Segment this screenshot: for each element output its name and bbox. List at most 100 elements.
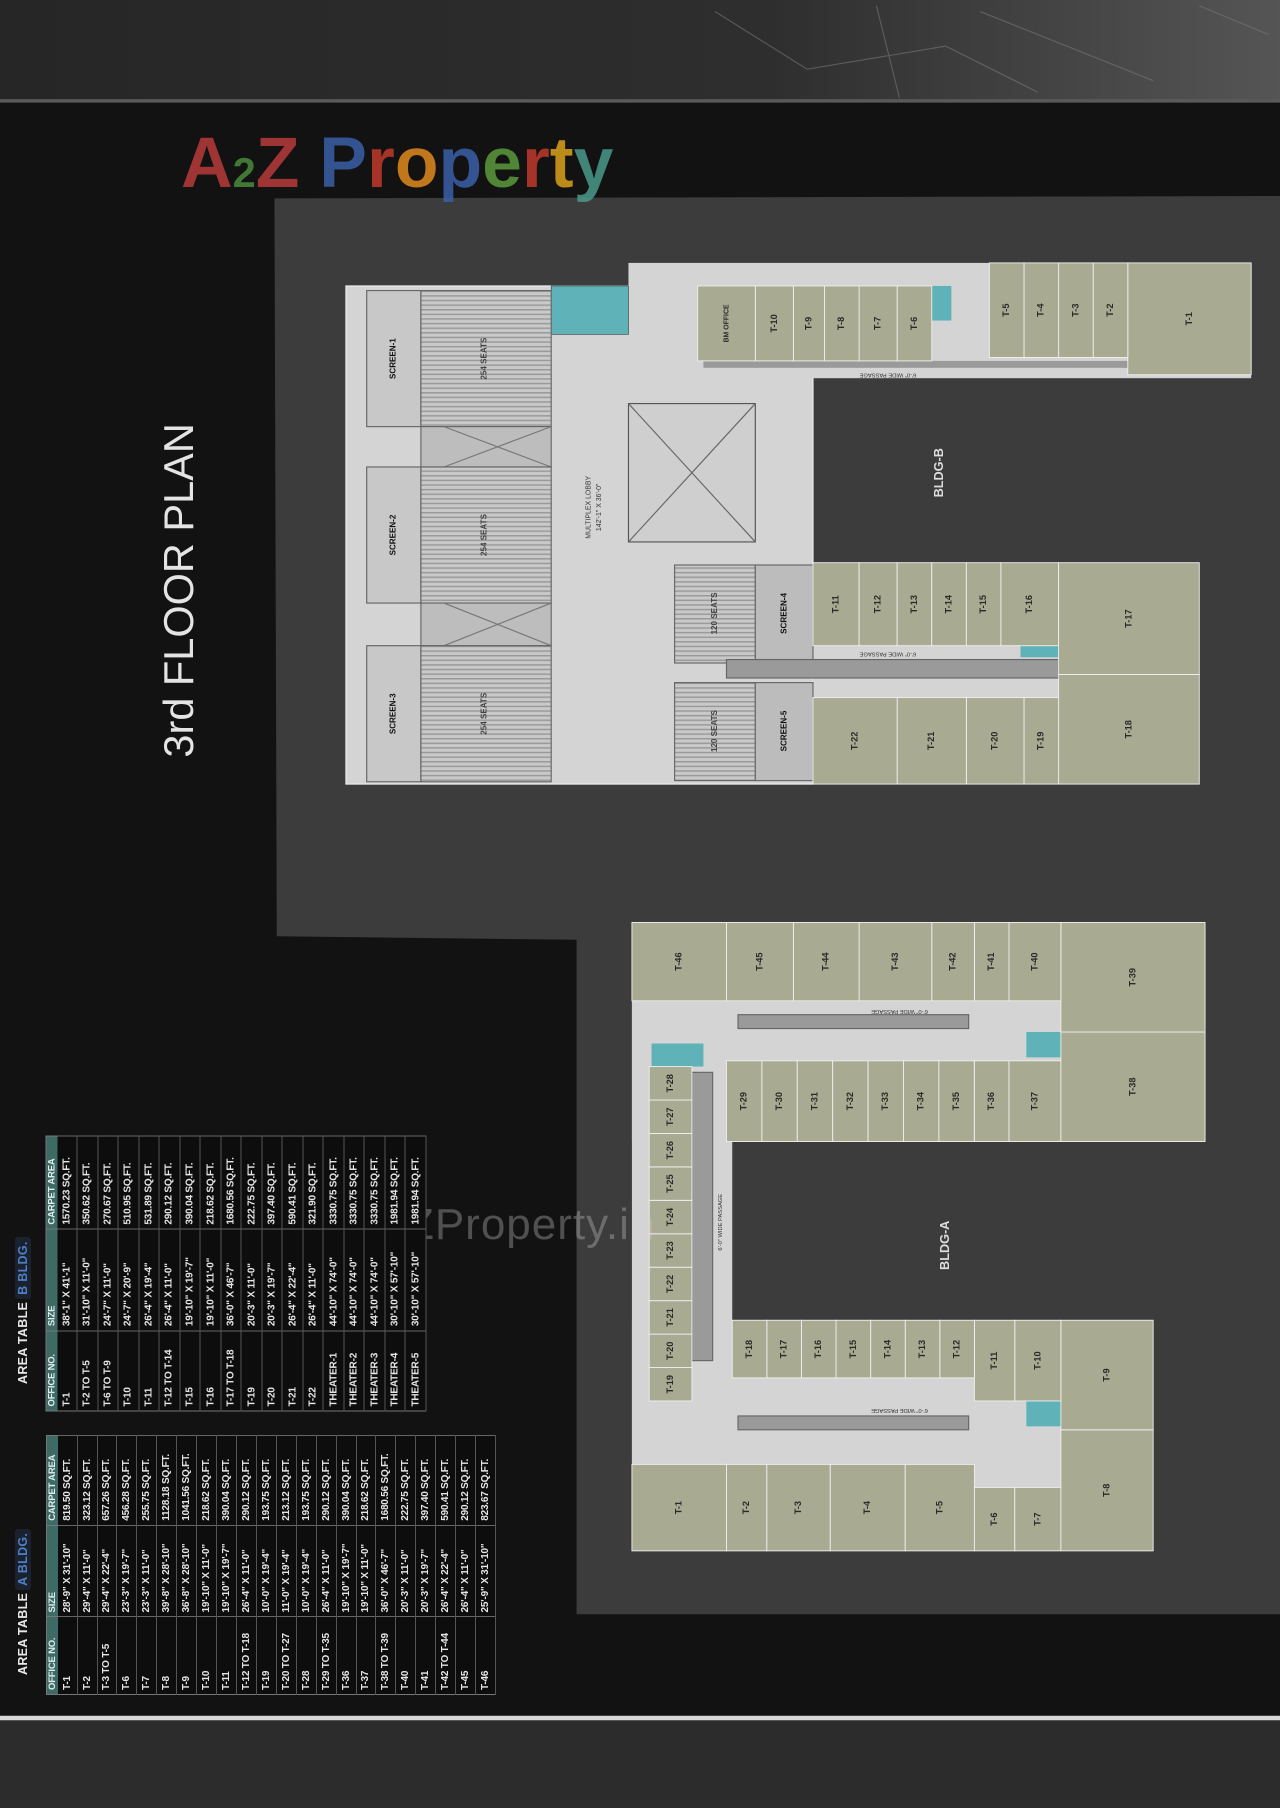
bldg-a-unit-t-31-shape — [796, 1060, 834, 1142]
bldg-a-unit-t-5-label: T-5 — [934, 1501, 944, 1514]
bldg-b-unit-t-12-label: T-12 — [873, 595, 883, 613]
size-cell: 19'-10" X 19'-7" — [336, 1525, 356, 1617]
bldg-b-passage-label-2: 6'-0" WIDE PASSAGE — [859, 651, 916, 657]
office-no-cell: T-17 TO T-18 — [220, 1330, 242, 1411]
size-cell: 26'-4" X 11'-0" — [159, 1229, 180, 1331]
bldg-b-unit-t-1-shape — [1127, 262, 1252, 376]
floor-plan-title: 3rd FLOOR PLAN — [155, 423, 202, 757]
office-no-cell: THEATER-5 — [405, 1330, 426, 1411]
bldg-a-unit-t-46-shape — [631, 921, 727, 1002]
bldg-a-unit-t-26-shape — [648, 1132, 693, 1168]
carpet-area-cell: 290.12 SQ.FT. — [236, 1435, 257, 1526]
size-cell: 23'-3" X 19'-7" — [116, 1525, 137, 1617]
bldg-b-unit-t-4-label: T-4 — [1036, 303, 1046, 317]
bldg-a-unit-t-3-shape — [766, 1463, 831, 1552]
logo-letter: 2 — [233, 149, 256, 196]
bldg-b-unit-t-1-label: T-1 — [1184, 312, 1194, 325]
office-no-cell: T-6 — [116, 1616, 137, 1695]
size-cell: 26'-4" X 11'-0" — [455, 1525, 476, 1617]
carpet-area-cell: 397.40 SQ.FT. — [415, 1435, 436, 1526]
logo-letter: e — [482, 123, 522, 203]
bldg-a-unit-t-22-shape — [648, 1266, 693, 1302]
bldg-a-unit-t-37-label: T-37 — [1029, 1092, 1039, 1110]
bldg-a-unit-t-39-label: T-39 — [1127, 968, 1137, 986]
size-cell: 19'-10" X 19'-7" — [216, 1525, 237, 1617]
bldg-b-unit-t-7-label: T-7 — [873, 317, 883, 330]
size-cell: 26'-4" X 11'-0" — [316, 1525, 337, 1617]
bldg-b-unit-t-11-label: T-11 — [830, 595, 840, 613]
bldg-a-unit-t-27-label: T-27 — [665, 1108, 675, 1126]
bldg-a-unit-t-9-label: T-9 — [1101, 1368, 1111, 1381]
bldg-a-unit-t-17-label: T-17 — [779, 1340, 789, 1358]
bldg-a-unit-t-18-label: T-18 — [744, 1340, 754, 1358]
carpet-area-cell: 1680.56 SQ.FT. — [375, 1435, 396, 1526]
size-cell: 26'-4" X 22'-4" — [282, 1229, 303, 1331]
bldg-a-unit-t-18-shape — [731, 1319, 768, 1379]
bldg-b-unit-t-5-label: T-5 — [1001, 304, 1011, 317]
a2z-property-logo: A2Z Property — [181, 123, 614, 203]
carpet-area-cell: 1570.23 SQ.FT. — [57, 1136, 78, 1230]
carpet-area-cell: 590.41 SQ.FT. — [282, 1136, 303, 1230]
bldg-a-unit-t-30-label: T-30 — [774, 1092, 784, 1110]
bldg-b-unit-t-11-shape — [812, 562, 860, 647]
logo-letter: Z — [256, 123, 300, 203]
office-no-cell: T-45 — [455, 1616, 476, 1695]
screen-2-seats: 254 SEATS — [479, 513, 488, 556]
carpet-area-cell: 3330.75 SQ.FT. — [343, 1136, 365, 1230]
bldg-a-unit-t-29-label: T-29 — [739, 1092, 749, 1110]
size-cell: 24'-7" X 20'-9" — [118, 1229, 139, 1331]
office-no-cell: T-11 — [138, 1330, 160, 1411]
office-no-cell: T-19 — [241, 1330, 262, 1411]
bldg-b-unit-t-20-label: T-20 — [990, 732, 1000, 750]
bldg-a-unit-t-36-label: T-36 — [986, 1092, 996, 1110]
bldg-a-unit-t-10-label: T-10 — [1032, 1351, 1042, 1369]
bldg-b-passage-label: 6'-0" WIDE PASSAGE — [859, 372, 916, 378]
carpet-area-cell: 218.62 SQ.FT. — [196, 1435, 217, 1526]
bldg-b-unit-t-20-shape — [965, 697, 1025, 785]
area-table-b-label-text: AREA TABLE — [16, 1301, 30, 1384]
carpet-area-cell: 193.75 SQ.FT. — [296, 1435, 317, 1526]
carpet-area-cell: 510.95 SQ.FT. — [118, 1136, 139, 1230]
size-cell: 44'-10" X 74'-0" — [343, 1229, 365, 1331]
size-cell: 29'-4" X 11'-0" — [77, 1525, 98, 1617]
screen-5-name: SCREEN-5 — [779, 710, 788, 751]
bldg-a-unit-t-19-label: T-19 — [665, 1375, 675, 1393]
carpet-area-cell: 390.04 SQ.FT. — [179, 1136, 201, 1230]
size-cell: 36'-0" X 46'-7" — [375, 1525, 396, 1617]
office-no-cell: T-10 — [196, 1616, 217, 1695]
bldg-a-unit-t-20-label: T-20 — [665, 1342, 675, 1360]
bldg-b-unit-t-12-shape — [858, 562, 898, 647]
size-cell: 31'-10" X 11'-0" — [77, 1229, 98, 1331]
bldg-b-unit-t-19-label: T-19 — [1036, 732, 1046, 750]
bldg-a-unit-t-35-shape — [938, 1060, 975, 1142]
office-no-cell: THEATER-3 — [364, 1330, 385, 1411]
bldg-a-unit-t-21-shape — [648, 1300, 693, 1335]
logo-letter: o — [395, 123, 439, 203]
bldg-a-passage-label-2: 6'-0" WIDE PASSAGE — [871, 1407, 928, 1413]
bldg-a-unit-t-32-label: T-32 — [845, 1092, 855, 1110]
bldg-b-unit-t-13-label: T-13 — [909, 595, 919, 613]
office-no-cell: T-29 TO T-35 — [316, 1616, 337, 1695]
office-no-cell: T-42 TO T-44 — [435, 1616, 456, 1695]
office-no-cell: THEATER-2 — [343, 1330, 365, 1411]
office-no-cell: T-8 — [156, 1616, 177, 1695]
size-cell: 38'-1" X 41'-1" — [57, 1229, 78, 1331]
carpet-area-cell: 323.12 SQ.FT. — [77, 1435, 98, 1526]
